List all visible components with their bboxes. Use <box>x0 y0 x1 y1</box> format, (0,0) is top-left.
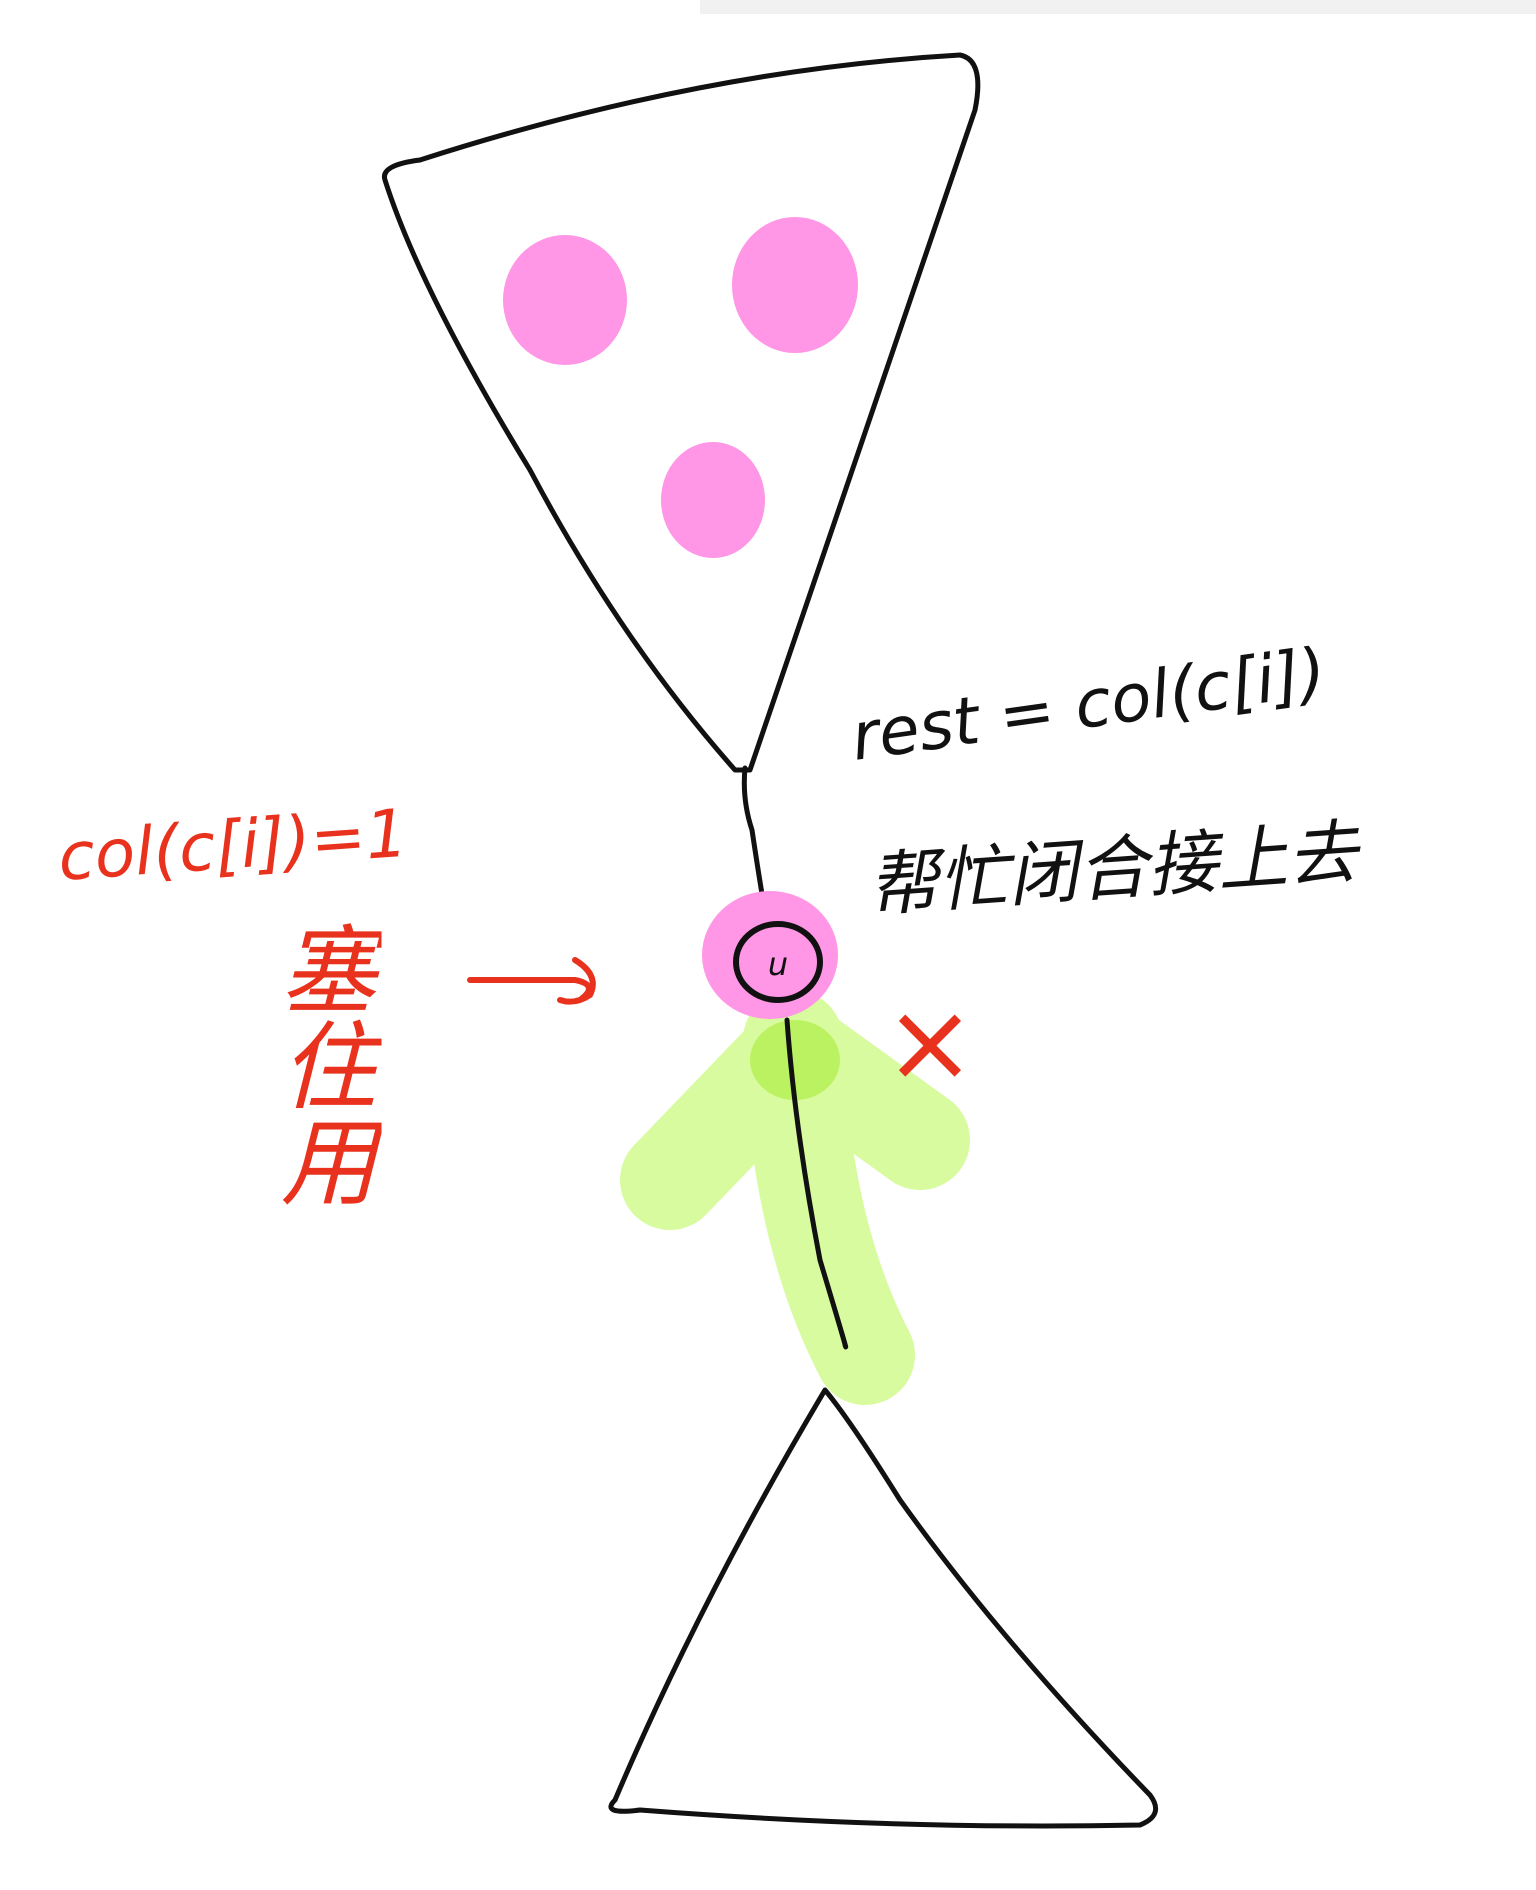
red-arrow <box>467 957 596 1005</box>
pink-dot-left <box>503 235 627 365</box>
pink-dot-bottom <box>661 442 765 558</box>
red-cross-mark: × <box>884 978 976 1106</box>
annotation-rest-formula: rest = col(c[i]) <box>847 633 1331 776</box>
lower-triangle-outline <box>608 1387 1159 1829</box>
upper-triangle-outline <box>381 52 981 773</box>
pink-dot-right <box>732 217 858 353</box>
top-shadow-bar <box>700 0 1536 14</box>
green-arrow-highlight <box>620 990 970 1405</box>
edge-u-to-bottom <box>784 1017 849 1350</box>
annotation-left-note: 塞住用 <box>264 920 376 1208</box>
node-u-circle <box>733 921 823 1003</box>
annotation-left-formula: col(c[i])=1 <box>56 795 410 896</box>
annotation-right-note: 帮忙闭合接上去 <box>865 811 1364 927</box>
edge-top-to-u <box>741 765 766 903</box>
node-u-label: u <box>768 945 788 983</box>
node-u-highlight <box>702 891 838 1019</box>
